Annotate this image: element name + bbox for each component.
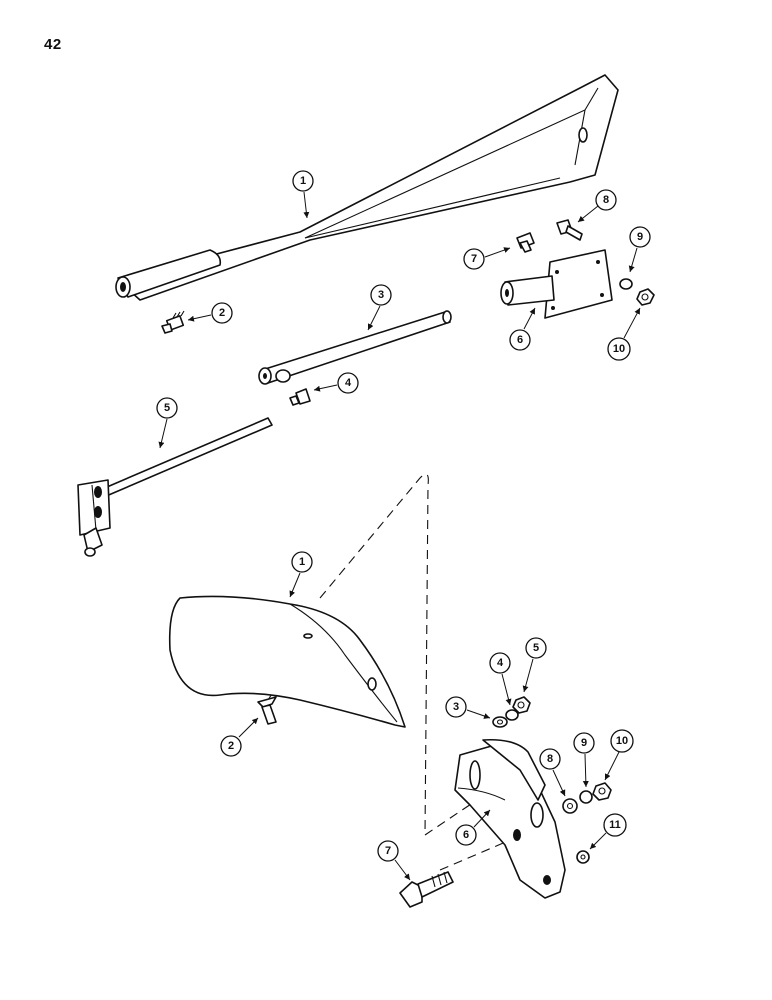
callout-label: 1	[299, 556, 305, 568]
callout-top-4: 4	[313, 372, 359, 394]
callout-label: 6	[517, 334, 523, 346]
callout-bottom-5: 5	[522, 637, 547, 693]
lockwasher-4	[505, 709, 519, 721]
callout-bottom-7: 7	[377, 840, 411, 881]
washer-11	[576, 850, 590, 864]
callout-bottom-10: 10	[604, 729, 634, 781]
callout-top-8: 8	[577, 189, 617, 223]
lockwasher-top-9	[619, 278, 633, 290]
callout-top-2: 2	[187, 302, 233, 324]
callout-label: 11	[609, 819, 621, 831]
callout-top-1: 1	[292, 170, 314, 219]
callout-label: 4	[345, 377, 352, 389]
bolt-top-7	[516, 232, 535, 253]
callout-top-5: 5	[156, 397, 178, 449]
nut-5	[512, 696, 531, 714]
long-bolt-7	[399, 871, 454, 908]
callout-bottom-2: 2	[220, 717, 259, 757]
callout-label: 5	[164, 402, 170, 414]
callout-label: 1	[300, 175, 306, 187]
callout-label: 4	[497, 657, 504, 669]
callout-label: 7	[471, 253, 477, 265]
callout-label: 3	[453, 701, 459, 713]
bolt-top-2	[161, 310, 185, 334]
callout-label: 9	[581, 737, 587, 749]
callout-top-6: 6	[509, 307, 536, 351]
flat-washer-8	[562, 798, 578, 814]
bolt-top-4	[289, 388, 311, 406]
callout-label: 10	[613, 343, 625, 355]
lockwasher-9	[579, 790, 593, 804]
callout-label: 9	[637, 231, 643, 243]
callout-bottom-11: 11	[589, 813, 627, 850]
page-number: 42	[44, 36, 62, 53]
callout-bottom-8: 8	[539, 748, 566, 797]
callout-label: 7	[385, 845, 391, 857]
nut-10	[592, 782, 612, 801]
flat-washer-3	[492, 716, 508, 728]
callout-label: 2	[228, 740, 234, 752]
callout-bottom-3: 3	[445, 696, 491, 719]
callout-top-9: 9	[628, 226, 651, 273]
callout-top-10: 10	[607, 307, 641, 361]
bracket-6	[454, 738, 566, 899]
mount-plate-6	[500, 249, 613, 319]
callout-bottom-9: 9	[573, 732, 595, 788]
callout-label: 8	[547, 753, 553, 765]
callout-label: 6	[463, 829, 469, 841]
callouts: 1 2 3 4 5 6 7	[156, 170, 651, 881]
callout-label: 2	[219, 307, 225, 319]
callout-top-3: 3	[367, 284, 392, 331]
rod-3	[258, 310, 452, 385]
bolt-top-8	[556, 219, 583, 241]
nut-top-10	[636, 288, 655, 306]
callout-label: 5	[533, 642, 539, 654]
shank-5	[77, 417, 273, 557]
blade-1	[168, 595, 406, 728]
callout-top-7: 7	[463, 247, 511, 270]
beam-standard	[115, 74, 619, 301]
callout-bottom-4: 4	[489, 652, 512, 706]
plow-bolt-2	[257, 696, 277, 725]
callout-label: 10	[616, 735, 628, 747]
callout-label: 8	[603, 194, 609, 206]
callout-bottom-1: 1	[289, 551, 313, 598]
callout-bottom-6: 6	[455, 809, 491, 846]
callout-label: 3	[378, 289, 384, 301]
